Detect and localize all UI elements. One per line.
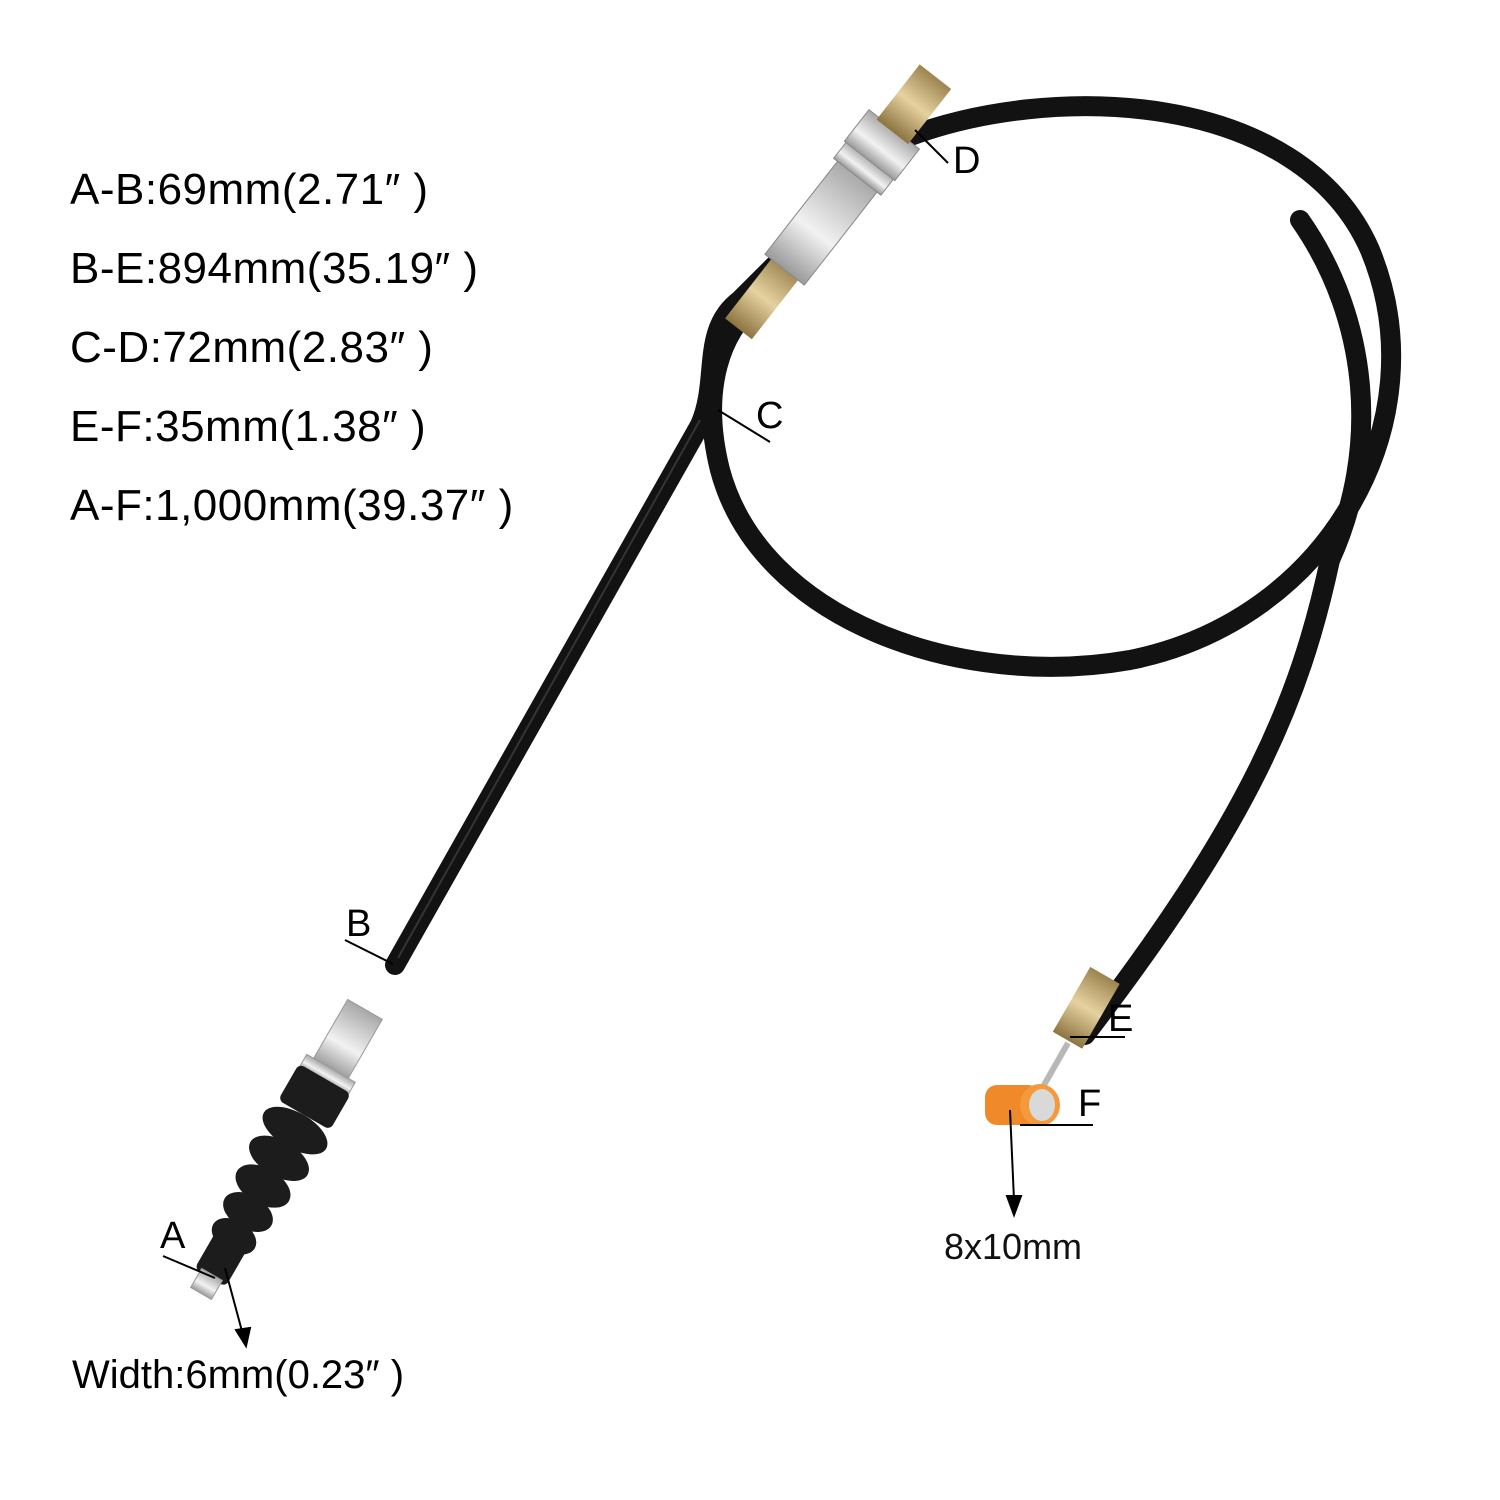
spec-e-f: E-F:35mm(1.38″ ) bbox=[70, 402, 427, 451]
point-label-b: B bbox=[346, 903, 372, 945]
end-size-arrow bbox=[1005, 1109, 1023, 1218]
point-label-c: C bbox=[756, 395, 784, 437]
leader-d bbox=[914, 129, 949, 164]
ferrule-d bbox=[876, 64, 952, 145]
dimension-spec-list: A-B:69mm(2.71″ ) B-E:894mm(35.19″ ) C-D:… bbox=[70, 150, 514, 545]
leader-b bbox=[344, 939, 394, 965]
cable-housing bbox=[385, 96, 1402, 1045]
ferrule-c bbox=[725, 255, 802, 340]
spec-a-f: A-F:1,000mm(39.37″ ) bbox=[70, 481, 514, 530]
point-label-d: D bbox=[953, 140, 981, 182]
engine-end-fitting bbox=[985, 966, 1120, 1126]
inner-wire bbox=[1037, 1041, 1071, 1094]
end-fitting-size: 8x10mm bbox=[944, 1226, 1083, 1267]
leader-a bbox=[162, 1255, 216, 1279]
point-label-f: F bbox=[1078, 1083, 1102, 1125]
spec-b-e: B-E:894mm(35.19″ ) bbox=[70, 244, 479, 293]
point-label-e: E bbox=[1108, 998, 1134, 1040]
tip-width-note: Width:6mm(0.23″ ) bbox=[72, 1353, 405, 1397]
spec-a-b: A-B:69mm(2.71″ ) bbox=[70, 165, 429, 214]
rubber-boot bbox=[196, 1065, 349, 1285]
point-label-a: A bbox=[160, 1215, 186, 1257]
leader-lines bbox=[162, 129, 1125, 1279]
width-arrow bbox=[224, 1267, 252, 1349]
tip-a bbox=[189, 1267, 224, 1301]
ferrule-e bbox=[1052, 966, 1120, 1049]
cable-adjuster bbox=[725, 64, 952, 340]
leader-c bbox=[717, 409, 771, 443]
spec-c-d: C-D:72mm(2.83″ ) bbox=[70, 323, 434, 372]
lever-end-fitting bbox=[189, 998, 384, 1301]
barrel-hole bbox=[1029, 1089, 1055, 1121]
